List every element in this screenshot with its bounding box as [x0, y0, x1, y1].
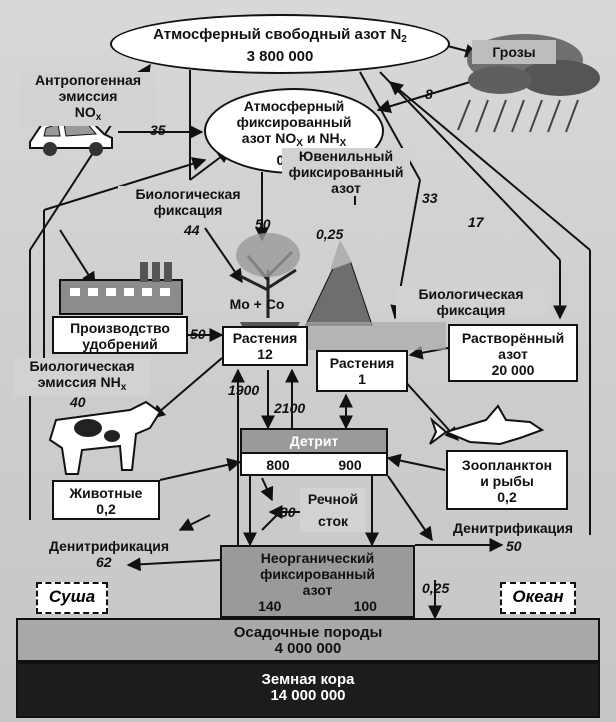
fertilizer-line2: удобрений [82, 336, 158, 352]
detritus-label: Детрит [242, 430, 386, 454]
river-line2: сток [317, 513, 349, 529]
factory-icon [59, 262, 183, 315]
land-plants-box: Растения 12 [222, 326, 308, 366]
atm-free-nitrogen: Атмосферный свободный азот N2 3 800 000 [110, 14, 450, 74]
detritus-box: Детрит 800 900 [240, 428, 388, 476]
dissolved-nitrogen-box: Растворённый азот 20 000 [448, 324, 578, 382]
ocean-surface [306, 322, 446, 350]
flow-sediment: 0,25 [422, 580, 450, 596]
bio-emission-label: Биологическая эмиссия NHx [14, 358, 150, 396]
ocean-plants-box: Растения 1 [316, 350, 408, 392]
river-runoff-label: Речной сток [300, 488, 366, 532]
juvenile-nitrogen-label: Ювенильный фиксированный азот [282, 148, 410, 196]
inorganic-nitrogen-box: Неорганический фиксированный азот 140 10… [220, 545, 415, 618]
bio-fixation-ocean-label: Биологическая фиксация [396, 286, 546, 318]
flow-to-detritus: 1900 [228, 382, 260, 398]
bio-fix-ocean-line1: Биологическая [418, 286, 524, 302]
flow-bio-ocean: 17 [468, 214, 484, 230]
flow-denit-ocean: 50 [506, 538, 522, 554]
bio-fix-land-line2: фиксация [153, 202, 223, 218]
flow-uptake: 2100 [274, 400, 306, 416]
atm-free-label: Атмосферный свободный азот N [153, 26, 402, 43]
bio-emission-line2: эмиссия NH [37, 374, 121, 390]
storms-label-box: Грозы [472, 40, 556, 64]
bio-fixation-land-label: Биологическая фиксация [118, 186, 258, 218]
zooplankton-line2: и рыбы [480, 473, 534, 489]
ocean-tag: Океан [500, 582, 576, 614]
flow-bio-land: 44 [184, 222, 200, 238]
fertilizer-line1: Производство [70, 320, 170, 336]
zooplankton-line1: Зоопланктон [461, 457, 553, 473]
atm-fixed-line1: Атмосферный [243, 98, 345, 114]
juvenile-line1: Ювенильный [298, 148, 394, 164]
atm-fixed-sub1: X [296, 138, 303, 149]
volcano-icon [305, 240, 373, 326]
anthro-sub: x [95, 112, 102, 123]
cow-icon [48, 400, 162, 475]
animals-label: Животные [69, 485, 143, 501]
ocean-plants-label: Растения [329, 355, 395, 371]
flow-storms: 8 [425, 86, 433, 102]
juvenile-line2: фиксированный [288, 164, 404, 180]
flow-river: 30 [280, 504, 296, 520]
detritus-land-value: 800 [266, 457, 290, 473]
anthro-emission-label: Антропогенная эмиссия NOx [20, 72, 156, 126]
flow-ocean-in: 33 [422, 190, 438, 206]
fish-icon [429, 404, 545, 446]
bio-emission-line1: Биологическая [29, 358, 135, 374]
inorganic-line3: азот [302, 582, 333, 598]
sediments-box: Осадочные породы 4 000 000 [16, 618, 600, 662]
flow-denit-land: 62 [96, 554, 112, 570]
sediments-value: 4 000 000 [274, 640, 342, 657]
anthro-line2: эмиссия [58, 88, 118, 104]
flow-bio-emission: 40 [70, 394, 86, 410]
crust-value: 14 000 000 [270, 687, 346, 704]
atm-fixed-line3a: азот NO [241, 130, 297, 146]
crust-box: Земная кора 14 000 000 [16, 662, 600, 718]
juvenile-line3: азот [331, 180, 361, 196]
denit-land-label: Денитрификация [48, 538, 170, 554]
animals-value: 0,2 [96, 501, 116, 517]
flow-deposition: 50 [255, 216, 271, 232]
inorganic-line1: Неорганический [260, 550, 375, 566]
bio-fix-land-line1: Биологическая [135, 186, 241, 202]
atm-fixed-line2: фиксированный [236, 114, 352, 130]
anthro-line3: NO [74, 104, 96, 120]
inorganic-land-value: 140 [258, 598, 282, 614]
atm-fixed-line3b: и NH [302, 130, 340, 146]
atm-fixed-sub2: X [339, 138, 347, 149]
land-tag: Суша [36, 582, 108, 614]
bio-fix-ocean-line2: фиксация [436, 302, 506, 318]
mo-co-label: Mo + Co [229, 296, 285, 312]
dissolved-line1: Растворённый [461, 330, 565, 346]
zooplankton-value: 0,2 [497, 489, 517, 505]
dissolved-value: 20 000 [491, 362, 535, 378]
tree-icon [236, 233, 300, 330]
river-line1: Речной [307, 491, 359, 507]
flow-fertilizer: 50 [190, 326, 206, 342]
denit-ocean-label: Денитрификация [452, 520, 574, 536]
crust-label: Земная кора [261, 671, 355, 688]
ocean-plants-value: 1 [358, 371, 366, 387]
bio-emission-sub: x [120, 382, 127, 393]
animals-box: Животные 0,2 [52, 480, 160, 520]
storms-label: Грозы [492, 44, 536, 60]
fertilizer-production-box: Производство удобрений [52, 316, 188, 354]
land-plants-value: 12 [257, 346, 273, 362]
sediments-label: Осадочные породы [233, 624, 383, 641]
flow-juvenile: 0,25 [316, 226, 344, 242]
land-plants-label: Растения [232, 330, 298, 346]
flow-anthro: 35 [150, 122, 166, 138]
inorganic-ocean-value: 100 [353, 598, 377, 614]
zooplankton-box: Зоопланктон и рыбы 0,2 [446, 450, 568, 510]
anthro-line1: Антропогенная [34, 72, 142, 88]
atm-free-sub: 2 [401, 34, 407, 45]
detritus-ocean-value: 900 [338, 457, 362, 473]
inorganic-line2: фиксированный [260, 566, 375, 582]
atm-free-value: 3 800 000 [246, 48, 314, 65]
dissolved-line2: азот [498, 346, 528, 362]
